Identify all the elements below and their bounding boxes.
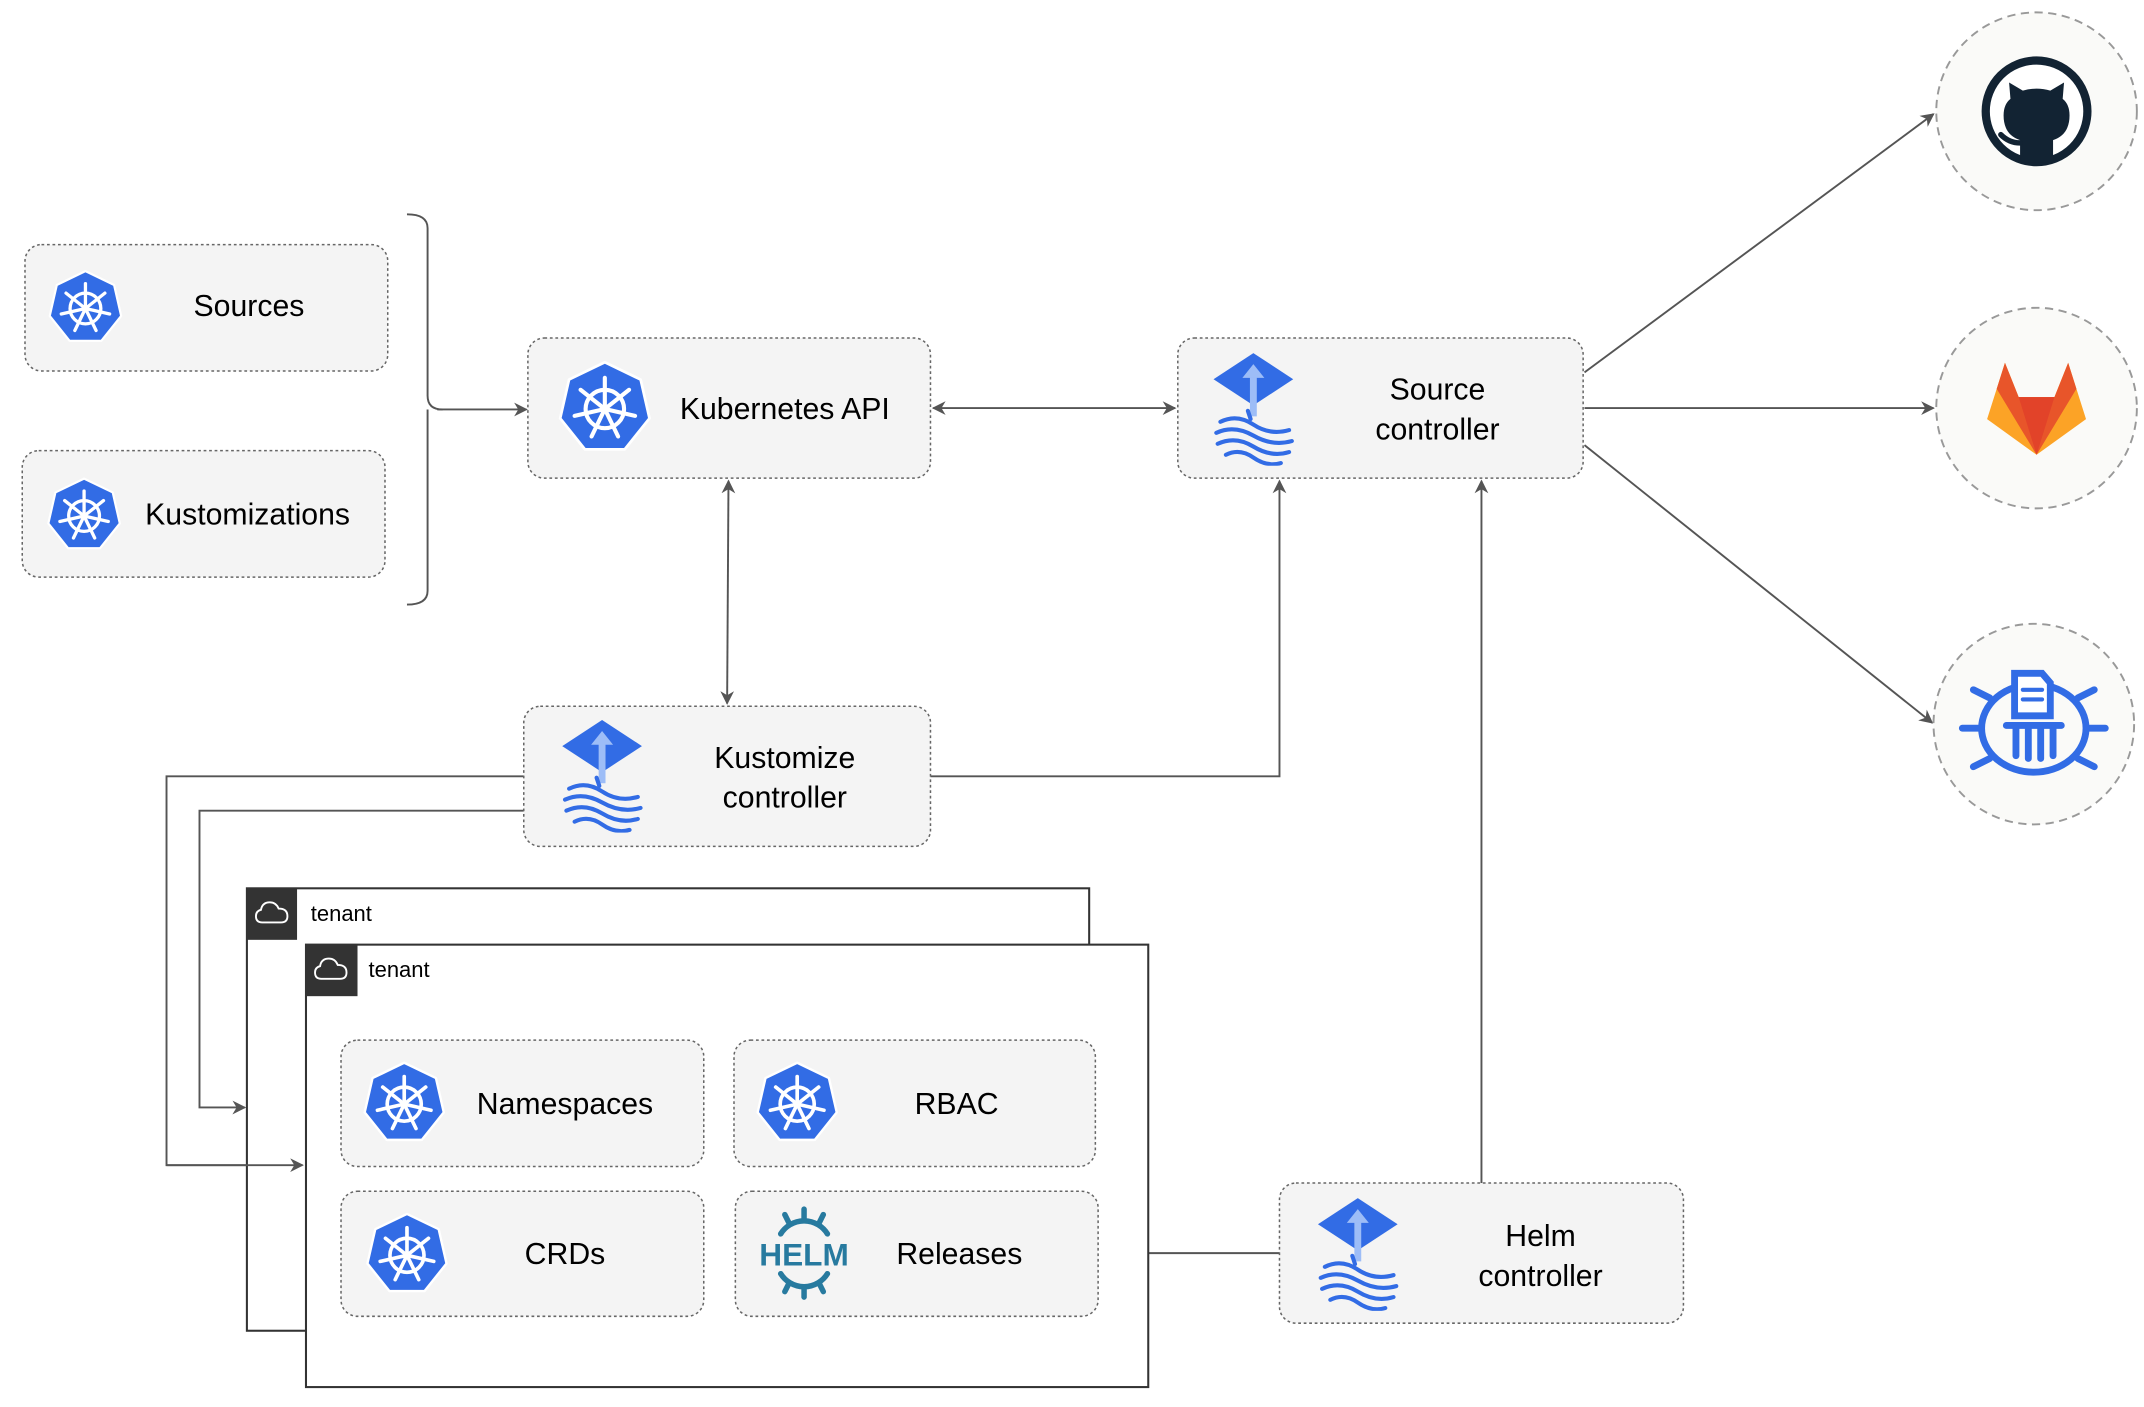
source-controller-label-line1: Source xyxy=(1390,374,1486,407)
tenant-label: tenant xyxy=(311,901,372,926)
edge-source-to-helm-repo xyxy=(1583,444,1934,724)
helm-controller-node[interactable]: Helm controller xyxy=(1278,1182,1685,1324)
edge-api-kustomize-controller xyxy=(720,479,736,705)
gitlab-icon xyxy=(1987,362,2087,455)
helm-controller-label-line1: Helm xyxy=(1505,1220,1576,1253)
edge-source-to-github xyxy=(1583,113,1935,374)
helm-repository-node[interactable] xyxy=(1932,622,2136,826)
kustomize-controller-label-line1: Kustomize xyxy=(714,742,855,775)
kustomizations-node[interactable]: Kustomizations xyxy=(21,449,386,578)
sources-label: Sources xyxy=(194,290,305,323)
github-icon xyxy=(1981,56,2092,167)
edge-kustomize-to-source xyxy=(930,479,1287,778)
gitlab-node[interactable] xyxy=(1935,306,2138,510)
kustomize-controller-node[interactable]: Kustomize controller xyxy=(523,705,932,848)
helm-repository-icon xyxy=(1958,669,2109,776)
crds-node[interactable]: CRDs xyxy=(340,1190,705,1318)
namespaces-node[interactable]: Namespaces xyxy=(340,1039,705,1168)
kustomize-controller-label-line2: controller xyxy=(723,782,847,815)
helm-icon: HELM xyxy=(759,1206,849,1300)
namespaces-label: Namespaces xyxy=(477,1088,653,1121)
crds-label: CRDs xyxy=(525,1238,606,1271)
rbac-label: RBAC xyxy=(915,1088,999,1121)
source-controller-node[interactable]: Source controller xyxy=(1177,337,1584,479)
releases-label: Releases xyxy=(896,1238,1022,1271)
edge-kustomize-to-tenant-back xyxy=(198,809,524,1115)
source-controller-label-line2: controller xyxy=(1375,413,1499,446)
helm-logo-text: HELM xyxy=(759,1236,849,1272)
github-node[interactable] xyxy=(1935,11,2138,212)
kustomizations-label: Kustomizations xyxy=(145,499,350,532)
helm-controller-label-line2: controller xyxy=(1478,1260,1602,1293)
releases-node[interactable]: HELM Releases xyxy=(734,1190,1099,1318)
sources-node[interactable]: Sources xyxy=(24,243,389,372)
grouping-bracket xyxy=(406,213,443,606)
rbac-node[interactable]: RBAC xyxy=(733,1039,1097,1168)
kubernetes-api-label: Kubernetes API xyxy=(680,393,890,426)
tenant-label: tenant xyxy=(369,957,430,982)
kubernetes-api-node[interactable]: Kubernetes API xyxy=(527,337,932,479)
